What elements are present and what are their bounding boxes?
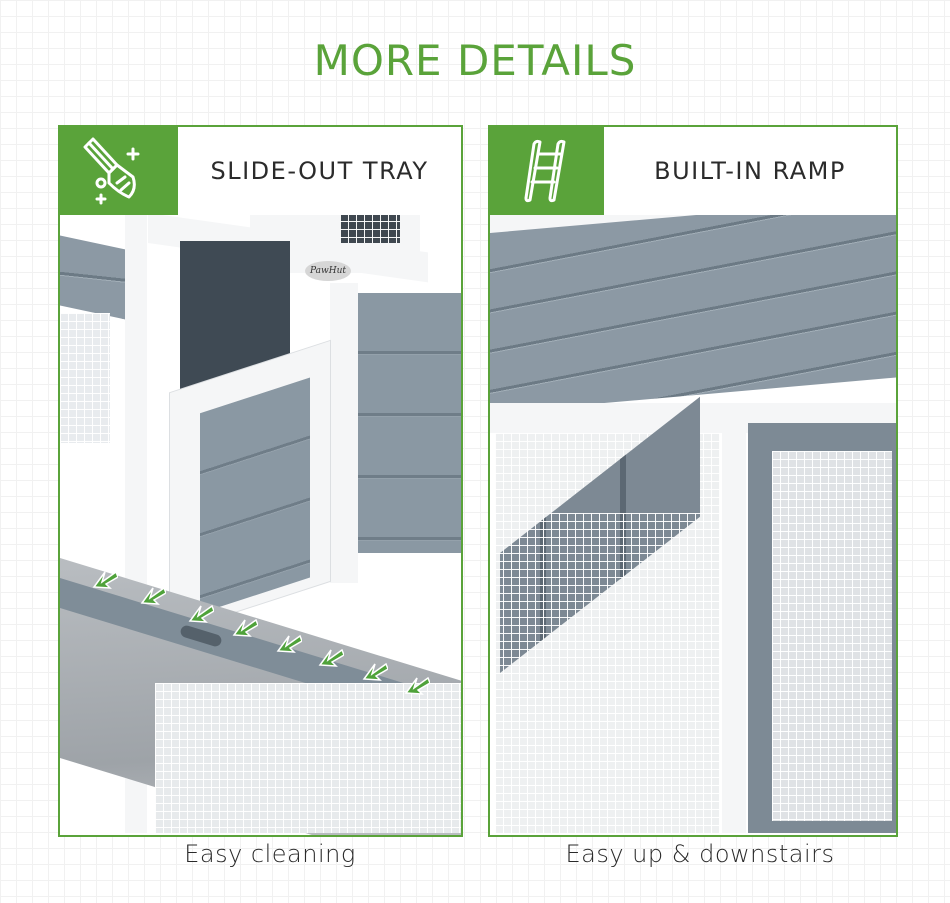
built-in-ramp-panel: BUILT-IN RAMP — [488, 125, 898, 837]
panel-header-label: SLIDE-OUT TRAY — [210, 157, 429, 185]
arrow-down-left-icon — [318, 648, 344, 667]
brand-badge: PawHut — [305, 261, 351, 281]
arrow-down-left-icon — [92, 570, 118, 589]
slide-out-tray-illustration: PawHut — [60, 213, 461, 835]
ladder-icon-box — [490, 127, 604, 215]
ladder-icon — [524, 139, 566, 203]
lower-mesh — [155, 683, 461, 833]
door-mesh — [772, 451, 892, 821]
arrow-down-left-icon — [362, 662, 388, 681]
run-door[interactable] — [748, 423, 896, 833]
panel-caption: Easy cleaning — [184, 840, 356, 868]
roof-panels — [490, 197, 896, 413]
arrow-down-left-icon — [140, 586, 166, 605]
broom-icon — [83, 137, 140, 205]
wire-mesh — [60, 313, 110, 443]
page-title: MORE DETAILS — [313, 36, 637, 85]
side-wall — [355, 293, 461, 553]
slide-out-tray-panel: SLIDE-OUT TRAY PawHut — [58, 125, 463, 837]
panel-header-label: BUILT-IN RAMP — [654, 157, 846, 185]
arrow-down-left-icon — [232, 618, 258, 637]
arrow-down-left-icon — [188, 604, 214, 623]
frame-post — [330, 283, 358, 583]
window-mesh — [340, 213, 400, 243]
panel-header: SLIDE-OUT TRAY — [60, 127, 461, 215]
panel-header: BUILT-IN RAMP — [490, 127, 896, 215]
built-in-ramp-illustration — [490, 197, 896, 835]
arrow-down-left-icon — [276, 634, 302, 653]
panel-caption: Easy up & downstairs — [565, 840, 835, 868]
frame-post — [722, 423, 746, 833]
arrow-down-left-icon — [404, 676, 430, 695]
broom-icon-box — [60, 127, 178, 215]
wire-mesh-overlay — [495, 513, 720, 833]
roof-section — [60, 235, 130, 321]
